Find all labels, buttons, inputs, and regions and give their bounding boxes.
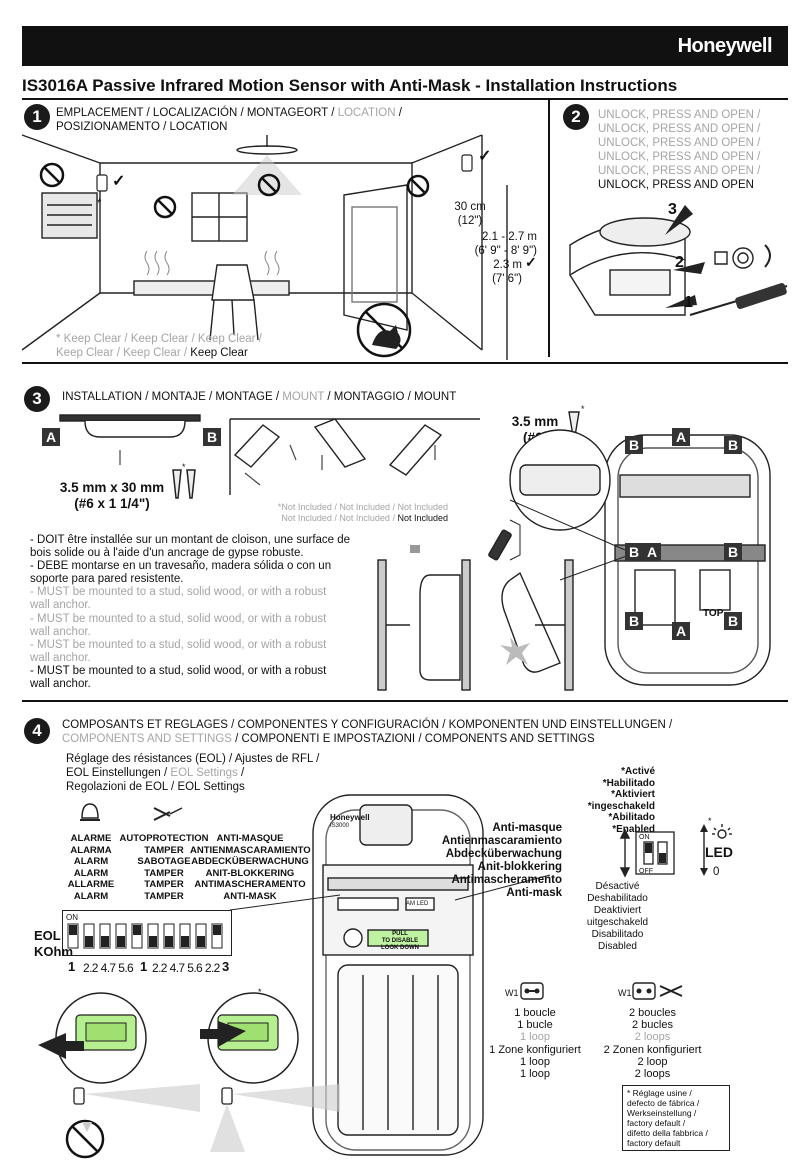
header-bar: Honeywell <box>22 26 788 66</box>
dip-values-b: 2.2 4.7 5.6 2.2 <box>152 961 220 975</box>
w1-label-1: W1 <box>505 988 519 998</box>
pcb-brand: Honeywell <box>330 813 370 822</box>
tab-b-bottom-right: B <box>724 612 742 630</box>
coverage-no-lookdown <box>65 1084 200 1159</box>
callout-3: 3 <box>668 201 677 218</box>
sensor-pcb-drawing <box>312 794 484 1156</box>
switch-off-label: OFF <box>639 868 653 875</box>
mounting-instructions: - DOIT être installée sur un montant de … <box>30 534 351 691</box>
tab-a-top: A <box>672 428 690 446</box>
section-rule-3 <box>22 362 788 364</box>
callout-1: 1 <box>684 294 693 311</box>
brand-logo: Honeywell <box>677 35 773 57</box>
not-included-note: *Not Included / Not Included / Not Inclu… <box>277 502 448 523</box>
mount-diagrams <box>59 414 480 495</box>
step-4-number: 4 <box>24 718 50 744</box>
dip-switch-levers <box>67 923 223 949</box>
dip-on-label: ON <box>66 913 78 922</box>
keep-clear-note: * Keep Clear / Keep Clear / Keep Clear /… <box>56 333 262 359</box>
title-rule <box>22 98 788 100</box>
w1-jumper-intact <box>520 982 544 1000</box>
section-rule-4 <box>22 700 788 702</box>
dim-30cm: 30 cm(12") <box>454 201 486 227</box>
asterisk-screw: * <box>182 462 186 472</box>
factory-default-note: * Réglage usine /defecto de fábrica / We… <box>622 1085 730 1151</box>
pcb-am-led: AM LED <box>406 901 429 907</box>
bell-icon <box>80 803 100 821</box>
switch-on-label: ON <box>639 834 650 841</box>
led-off-zero: 0 <box>713 866 720 878</box>
pcb-model: IS3000 <box>330 823 350 829</box>
asterisk-screw-short: * <box>581 404 585 414</box>
opening-illustration <box>569 205 788 316</box>
dip-values-a: 2.2 4.7 5.6 <box>83 961 134 975</box>
tab-b-top-right: B <box>724 436 742 454</box>
check-mark-left: ✓ <box>112 173 126 190</box>
tab-b-bottom-left: B <box>625 612 643 630</box>
step-2-instructions: UNLOCK, PRESS AND OPEN / UNLOCK, PRESS A… <box>598 109 761 191</box>
two-loops-list: 2 boucles 2 bucles 2 loops 2 Zonen konfi… <box>603 1007 702 1081</box>
dip-value-1: 1 <box>68 959 76 974</box>
tab-b-mid-right: B <box>724 543 742 561</box>
lookdown-slider-pull <box>38 992 147 1084</box>
one-loop-list: 1 boucle 1 bucle 1 loop 1 Zone konfiguri… <box>489 1007 581 1081</box>
asterisk-led: * <box>708 816 712 826</box>
callout-lines <box>229 874 551 911</box>
lookdown-slider-push <box>200 992 299 1084</box>
step-1-heading: EMPLACEMENT / LOCALIZACIÓN / MONTAGEORT … <box>56 107 402 133</box>
eol-settings-heading: Réglage des résistances (EOL) / Ajustes … <box>66 753 320 793</box>
screw-icons-long <box>172 469 196 499</box>
tab-a-bottom: A <box>672 622 690 640</box>
section-divider-1-2 <box>548 100 550 357</box>
coverage-lookdown <box>210 1084 340 1152</box>
step-3-heading: INSTALLATION / MONTAJE / MONTAGE / MOUNT… <box>62 391 457 403</box>
step-3-number: 3 <box>24 386 50 412</box>
enabled-list: *Activé*Habilitado *Aktiviert*ingeschake… <box>587 766 655 835</box>
dip-value-5: 1 <box>140 959 148 974</box>
tab-b-top-left: B <box>625 436 643 454</box>
dip-value-3: 3 <box>222 959 230 974</box>
w1-jumper-cut <box>632 982 683 1000</box>
wire-cutter-icon <box>153 807 183 821</box>
mount-label-b: B <box>203 428 221 446</box>
tab-a-mid: A <box>643 543 661 561</box>
backplate-drawing <box>509 429 771 686</box>
w1-label-2: W1 <box>618 988 632 998</box>
step-4-heading: COMPOSANTS ET REGLAGES / COMPONENTES Y C… <box>62 719 673 745</box>
asterisk-lookdown: * <box>258 987 262 997</box>
dim-2-3m: 2.3 m(7' 6") <box>492 259 522 285</box>
wall-mount-sequence <box>377 529 574 691</box>
antimask-switch[interactable] <box>619 828 680 878</box>
step-1-number: 1 <box>24 104 50 130</box>
dim-range: 2.1 - 2.7 m(6' 9" - 8' 9") <box>474 231 537 257</box>
dip-switch-block[interactable]: ON <box>62 910 232 956</box>
led-label: LED <box>705 844 733 860</box>
check-mark-right: ✓ <box>478 148 492 165</box>
callout-2: 2 <box>675 254 684 271</box>
step-2-number: 2 <box>563 104 589 130</box>
room-illustration <box>21 134 508 360</box>
tab-b-mid: B <box>625 543 643 561</box>
check-mark-dim: ✓ <box>525 254 537 270</box>
led-light-icon <box>700 824 732 876</box>
asterisk-left: * <box>97 198 102 210</box>
top-label: TOP <box>703 608 724 619</box>
page-title: IS3016A Passive Infrared Motion Sensor w… <box>22 76 678 95</box>
screw-size-long: 3.5 mm x 30 mm(#6 x 1 1/4") <box>59 480 165 511</box>
mount-label-a: A <box>42 428 60 446</box>
